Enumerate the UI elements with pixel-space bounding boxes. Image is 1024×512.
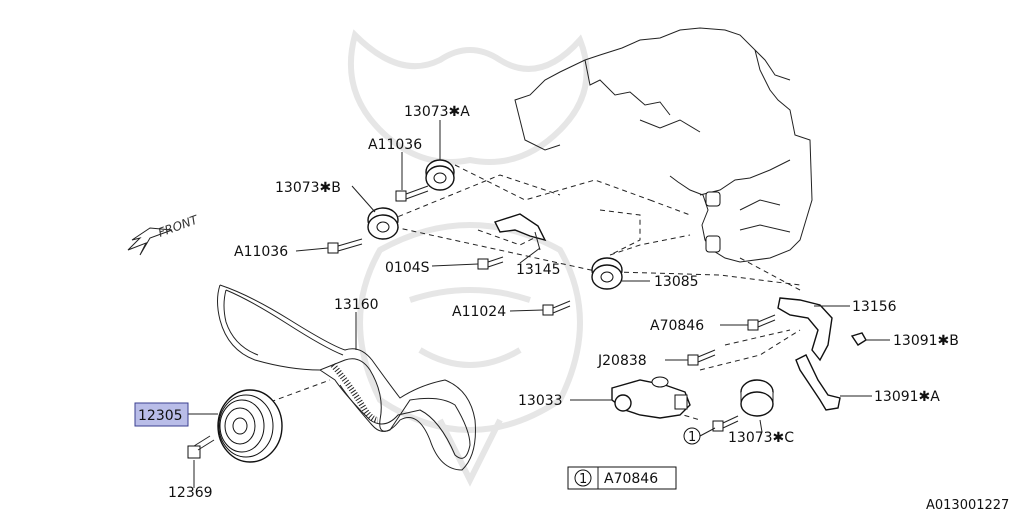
label-13073-b[interactable]: 13073✱B: [275, 180, 341, 196]
leader-lines: [188, 120, 890, 488]
label-13091-a[interactable]: 13091✱A: [874, 389, 940, 405]
callout-marker[interactable]: 1: [683, 427, 701, 445]
idler-pulley-13085[interactable]: [591, 257, 623, 290]
bolt-a11036-upper[interactable]: [395, 185, 429, 202]
bolt-a11024[interactable]: [542, 300, 571, 316]
drive-belt-13160[interactable]: [217, 284, 476, 471]
label-13073-c[interactable]: 13073✱C: [728, 430, 794, 446]
label-a11036-lower[interactable]: A11036: [234, 244, 288, 260]
front-direction-arrow: FRONT: [127, 212, 201, 256]
label-13073-a[interactable]: 13073✱A: [404, 104, 470, 120]
label-13091-b[interactable]: 13091✱B: [893, 333, 959, 349]
legend-box: 1 A70846: [567, 466, 677, 490]
label-j20838[interactable]: J20838: [597, 353, 647, 369]
part-labels: 13073✱A A11036 13073✱B A11036 0104S 1314…: [168, 104, 959, 501]
label-13145[interactable]: 13145: [516, 262, 561, 278]
crankshaft-pulley-12305[interactable]: [217, 389, 283, 463]
label-a11036-upper[interactable]: A11036: [368, 137, 422, 153]
bracket-13156[interactable]: [777, 297, 833, 362]
bolt-0104s[interactable]: [477, 256, 504, 270]
idler-pulley-13073-a[interactable]: [425, 159, 455, 191]
label-12305[interactable]: 12305: [138, 408, 183, 424]
bolt-a70846[interactable]: [747, 314, 776, 331]
figure-code: A013001227: [926, 498, 1009, 512]
spring-rod-13091-a[interactable]: [795, 354, 841, 411]
idler-pulley-13073-c[interactable]: [740, 379, 774, 417]
front-label: FRONT: [156, 212, 201, 240]
legend-part-number: A70846: [604, 471, 658, 487]
bolt-a70846-callout[interactable]: [712, 415, 739, 432]
label-0104s[interactable]: 0104S: [385, 260, 430, 276]
label-13160[interactable]: 13160: [334, 297, 379, 313]
engine-block-outline: [514, 27, 813, 263]
bolt-12369[interactable]: [187, 435, 215, 459]
label-13033[interactable]: 13033: [518, 393, 563, 409]
label-12369[interactable]: 12369: [168, 485, 213, 501]
bolt-j20838[interactable]: [687, 349, 716, 366]
legend-symbol: 1: [579, 472, 587, 487]
label-a11024[interactable]: A11024: [452, 304, 506, 320]
label-12305-highlighted[interactable]: 12305: [134, 402, 189, 427]
callout-marker-number: 1: [688, 430, 696, 445]
label-13085[interactable]: 13085: [654, 274, 699, 290]
idler-pulley-13073-b[interactable]: [367, 207, 399, 240]
assembly-dashed-lines: [261, 164, 801, 421]
label-13156[interactable]: 13156: [852, 299, 897, 315]
bolt-a11036-lower[interactable]: [327, 238, 363, 254]
label-a70846[interactable]: A70846: [650, 318, 704, 334]
clip-13091-b[interactable]: [850, 332, 867, 346]
belt-tensioner-13033[interactable]: [611, 376, 691, 419]
pulley-cover-13145[interactable]: [494, 213, 547, 251]
watermark-emblem: [347, 29, 590, 487]
